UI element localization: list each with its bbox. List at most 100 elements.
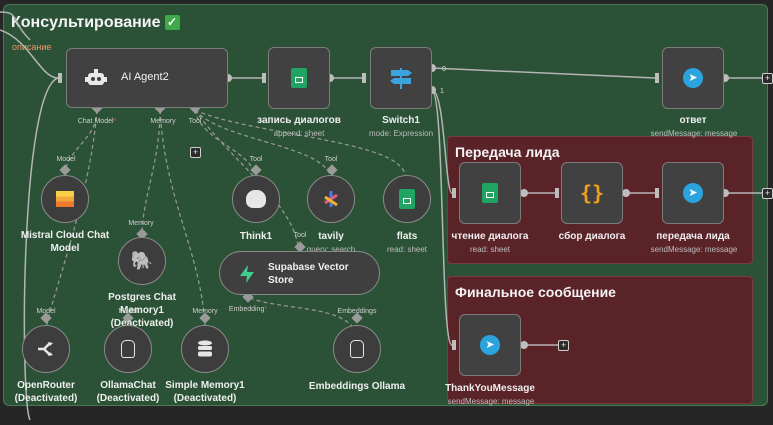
- dialog-record-label: запись диалогов: [257, 115, 341, 126]
- input-port-answer: [655, 73, 659, 83]
- thankyou-label: ThankYouMessage: [445, 383, 535, 394]
- dialog-record-node[interactable]: [268, 47, 330, 109]
- wire-switch-to-answer: [431, 67, 656, 79]
- input-port-read: [452, 188, 456, 198]
- supabase-embedding-port-label: Embedding*: [228, 306, 268, 313]
- read-dialog-sub: read: sheet: [469, 245, 511, 254]
- tavily-node[interactable]: [307, 175, 355, 223]
- output-port-read: [520, 189, 528, 197]
- port-diamond-tavily: [326, 164, 338, 176]
- switch-label: Switch1: [382, 115, 420, 126]
- add-after-thankyou-button[interactable]: +: [558, 340, 569, 351]
- switch-sub: mode: Expression: [368, 129, 434, 138]
- llama-icon: [350, 340, 364, 358]
- read-dialog-label: чтение диалога: [451, 231, 529, 242]
- signpost-icon: [390, 68, 412, 89]
- transfer-lead-label: передача лида: [656, 231, 730, 242]
- think-label: Think1: [239, 231, 273, 242]
- switch-node[interactable]: [370, 47, 432, 109]
- port-label-tool: Tool: [188, 118, 202, 125]
- wire-memory-postgres: [141, 109, 161, 231]
- google-sheets-icon: [399, 189, 415, 209]
- port-diamond-postgres: [136, 228, 148, 240]
- group-lead-transfer-title: Передача лида: [455, 144, 560, 160]
- add-after-answer-button[interactable]: +: [762, 73, 773, 84]
- openrouter-port-label: Model: [36, 308, 56, 315]
- embeddings-ollama-label: Embeddings Ollama: [308, 381, 406, 392]
- ollamachat-node[interactable]: [104, 325, 152, 373]
- postgres-node[interactable]: 🐘: [118, 237, 166, 285]
- tavily-port-label: Tool: [324, 156, 338, 163]
- tavily-icon: [324, 191, 338, 207]
- telegram-icon: ➤: [683, 183, 703, 203]
- dialog-record-sub: append: sheet: [273, 129, 325, 138]
- read-dialog-node[interactable]: [459, 162, 521, 224]
- add-tool-button[interactable]: +: [190, 147, 201, 158]
- tavily-sub: query: search: [306, 245, 356, 254]
- wire-tool-flats: [194, 109, 406, 176]
- port-diamond-embeddings: [351, 312, 363, 324]
- input-port-agent: [58, 73, 62, 83]
- openrouter-node[interactable]: [22, 325, 70, 373]
- think-node[interactable]: [232, 175, 280, 223]
- thankyou-node[interactable]: ➤: [459, 314, 521, 376]
- port-diamond-think: [250, 164, 262, 176]
- robot-icon: [85, 69, 107, 85]
- mistral-label: Mistral Cloud Chat Model: [20, 230, 110, 254]
- mistral-node[interactable]: [41, 175, 89, 223]
- llama-icon: [121, 340, 135, 358]
- input-port-collect: [555, 188, 559, 198]
- incoming-wire-2: [0, 11, 31, 41]
- database-icon: [198, 340, 212, 357]
- collect-dialog-node[interactable]: {}: [561, 162, 623, 224]
- simple-memory-label: Simple Memory1 (Deactivated): [165, 380, 245, 404]
- brain-icon: [246, 190, 266, 208]
- ollamachat-label: OllamaChat (Deactivated): [96, 380, 160, 404]
- supabase-node[interactable]: Supabase Vector Store: [219, 251, 380, 295]
- port-diamond-supabase-tool: [294, 241, 306, 253]
- ai-agent-label: AI Agent2: [121, 71, 169, 83]
- port-diamond-mistral: [59, 164, 71, 176]
- google-sheets-icon: [482, 183, 498, 203]
- incoming-wire-1: [0, 29, 59, 79]
- think-port-label: Tool: [249, 156, 263, 163]
- loop-wire: [23, 77, 59, 421]
- answer-node[interactable]: ➤: [662, 47, 724, 109]
- openrouter-label: OpenRouter (Deactivated): [14, 380, 78, 404]
- switch-output-0-label: 0: [442, 66, 446, 73]
- port-label-memory: Memory: [150, 118, 176, 125]
- simple-memory-node[interactable]: [181, 325, 229, 373]
- wire-memory-simple: [159, 109, 206, 326]
- supabase-icon: [240, 265, 254, 283]
- transfer-lead-sub: sendMessage: message: [650, 245, 738, 254]
- input-port-switch: [362, 73, 366, 83]
- mistral-icon: [56, 191, 74, 207]
- port-diamond-simple: [199, 312, 211, 324]
- google-sheets-icon: [291, 68, 307, 88]
- postgres-port-label: Memory: [128, 220, 154, 227]
- ai-agent-node[interactable]: AI Agent2: [66, 48, 228, 108]
- embeddings-ollama-node[interactable]: [333, 325, 381, 373]
- checkmark-icon: ✓: [164, 15, 180, 30]
- telegram-icon: ➤: [683, 68, 703, 88]
- port-diamond-openrouter: [40, 312, 52, 324]
- openrouter-icon: [38, 342, 53, 356]
- wire-tool-think: [194, 109, 256, 176]
- flats-node[interactable]: [383, 175, 431, 223]
- collect-dialog-label: сбор диалога: [558, 231, 626, 242]
- curly-braces-icon: {}: [579, 181, 605, 205]
- postgres-label: Postgres Chat Memory1 (Deactivated): [108, 292, 176, 329]
- wire-tool-tavily: [194, 109, 331, 176]
- output-port-collect: [622, 189, 630, 197]
- supabase-label: Supabase Vector Store: [268, 262, 349, 286]
- wire-embedding-ollama: [249, 297, 356, 331]
- input-port-record: [262, 73, 266, 83]
- mistral-port-label: Model: [56, 156, 76, 163]
- answer-label: ответ: [679, 115, 707, 126]
- flats-sub: read: sheet: [386, 245, 428, 254]
- add-after-transfer-button[interactable]: +: [762, 188, 773, 199]
- tavily-label: tavily: [318, 231, 344, 242]
- transfer-lead-node[interactable]: ➤: [662, 162, 724, 224]
- telegram-icon: ➤: [480, 335, 500, 355]
